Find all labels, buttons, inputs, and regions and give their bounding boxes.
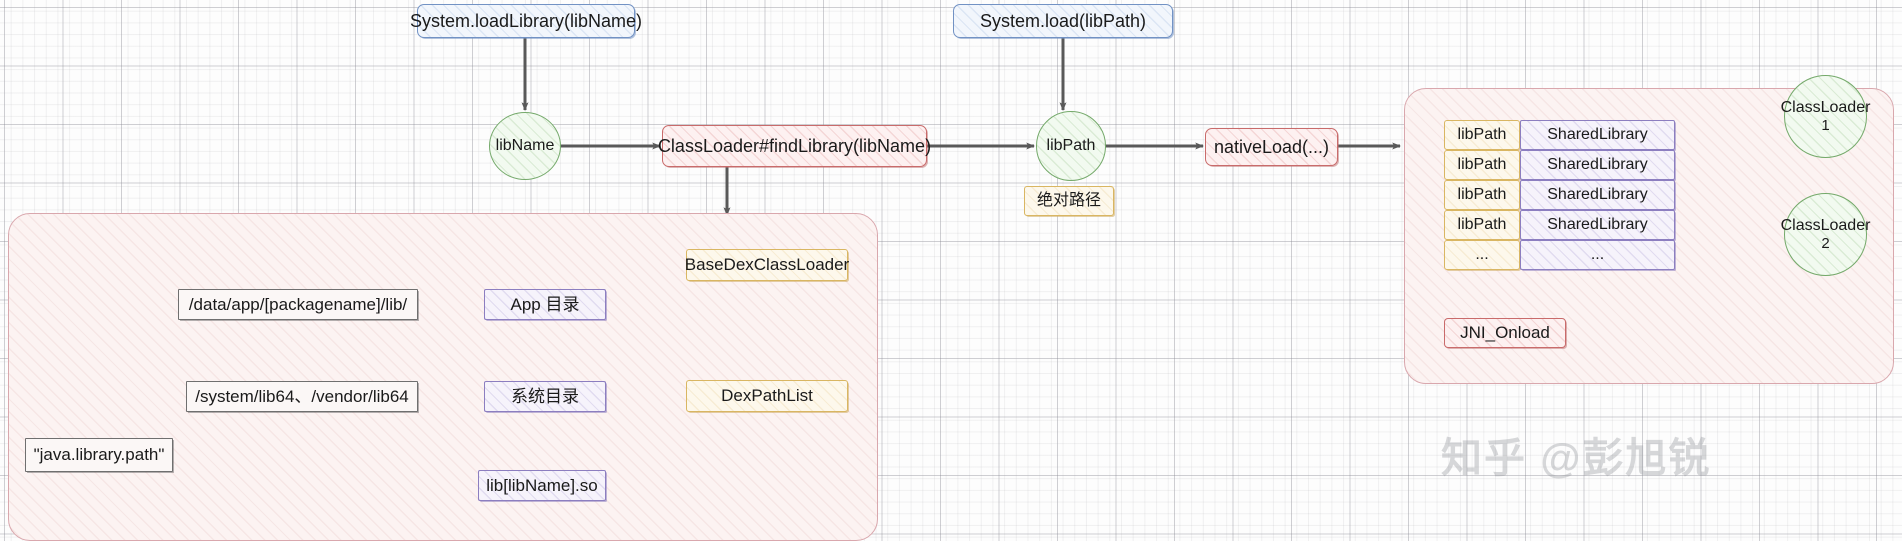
so-file-node[interactable]: lib[libName].so: [478, 470, 606, 501]
libpath-note-badge: 绝对路径: [1024, 186, 1114, 216]
app-dir-path-label: /data/app/[packagename]/lib/: [188, 294, 408, 314]
dexpathlist-node[interactable]: DexPathList: [686, 380, 848, 412]
table-cell-sharedlibrary-label: ...: [1590, 245, 1605, 263]
classloader-2-name: ClassLoader: [1780, 216, 1871, 234]
basedexclassloader-node[interactable]: BaseDexClassLoader: [684, 249, 850, 281]
system-dir-node[interactable]: 系统目录: [484, 381, 606, 412]
table-cell-sharedlibrary: SharedLibrary: [1520, 180, 1675, 210]
table-cell-sharedlibrary: SharedLibrary: [1520, 120, 1675, 150]
watermark: 知乎 @彭旭锐: [1441, 435, 1712, 481]
so-file-label: lib[libName].so: [486, 475, 598, 495]
table-cell-sharedlibrary: ...: [1520, 240, 1675, 270]
libpath-label: libPath: [1046, 136, 1096, 154]
app-dir-label: App 目录: [510, 294, 580, 314]
classloader-1-node[interactable]: ClassLoader 1: [1781, 75, 1870, 158]
classloader-2-node[interactable]: ClassLoader 2: [1781, 193, 1870, 276]
table-cell-sharedlibrary-label: SharedLibrary: [1547, 185, 1648, 203]
system-load-label: System.load(libPath): [979, 10, 1147, 31]
libname-node[interactable]: libName: [489, 112, 561, 180]
table-cell-libpath-label: libPath: [1457, 125, 1507, 143]
table-cell-libpath: ...: [1444, 240, 1520, 270]
table-row[interactable]: libPath SharedLibrary: [1444, 180, 1675, 210]
shared-library-table: libPath SharedLibrary libPath SharedLibr…: [1444, 120, 1675, 270]
jni-onload-node[interactable]: JNI_Onload: [1444, 318, 1566, 348]
table-cell-libpath-label: libPath: [1457, 185, 1507, 203]
table-cell-sharedlibrary-label: SharedLibrary: [1547, 155, 1648, 173]
system-dir-label: 系统目录: [511, 386, 579, 406]
jni-onload-label: JNI_Onload: [1460, 323, 1550, 343]
table-cell-sharedlibrary: SharedLibrary: [1520, 150, 1675, 180]
table-cell-libpath-label: libPath: [1457, 215, 1507, 233]
table-cell-libpath: libPath: [1444, 180, 1520, 210]
nativeload-label: nativeLoad(...): [1213, 136, 1330, 157]
libpath-note-label: 绝对路径: [1036, 191, 1101, 209]
app-dir-node[interactable]: App 目录: [484, 289, 606, 320]
classloader-findlibrary-label: ClassLoader#findLibrary(libName): [657, 135, 932, 156]
basedexclassloader-label: BaseDexClassLoader: [684, 255, 850, 275]
classloader-2-index: 2: [1821, 235, 1830, 253]
libname-label: libName: [495, 136, 555, 154]
system-loadlibrary-node[interactable]: System.loadLibrary(libName): [410, 4, 642, 38]
system-dir-path-node: /system/lib64、/vendor/lib64: [186, 381, 418, 412]
table-cell-sharedlibrary-label: SharedLibrary: [1547, 125, 1648, 143]
java-library-path-node: "java.library.path": [25, 438, 173, 472]
classloader-1-index: 1: [1821, 117, 1830, 135]
table-cell-libpath: libPath: [1444, 210, 1520, 240]
table-cell-libpath-label: libPath: [1457, 155, 1507, 173]
table-cell-libpath: libPath: [1444, 120, 1520, 150]
system-loadlibrary-label: System.loadLibrary(libName): [409, 10, 643, 31]
table-row[interactable]: libPath SharedLibrary: [1444, 150, 1675, 180]
classloader-1-name: ClassLoader: [1780, 98, 1871, 116]
table-cell-libpath: libPath: [1444, 150, 1520, 180]
java-library-path-label: "java.library.path": [33, 445, 165, 465]
app-dir-path-node: /data/app/[packagename]/lib/: [178, 289, 418, 320]
table-row[interactable]: ... ...: [1444, 240, 1675, 270]
nativeload-node[interactable]: nativeLoad(...): [1205, 128, 1338, 166]
classloader-findlibrary-node[interactable]: ClassLoader#findLibrary(libName): [658, 125, 931, 167]
system-dir-path-label: /system/lib64、/vendor/lib64: [195, 386, 409, 406]
system-load-node[interactable]: System.load(libPath): [953, 4, 1173, 38]
libpath-node[interactable]: libPath: [1036, 111, 1106, 181]
dexpathlist-label: DexPathList: [721, 386, 813, 406]
table-row[interactable]: libPath SharedLibrary: [1444, 210, 1675, 240]
table-cell-sharedlibrary-label: SharedLibrary: [1547, 215, 1648, 233]
table-row[interactable]: libPath SharedLibrary: [1444, 120, 1675, 150]
table-cell-sharedlibrary: SharedLibrary: [1520, 210, 1675, 240]
table-cell-libpath-label: ...: [1475, 245, 1489, 263]
